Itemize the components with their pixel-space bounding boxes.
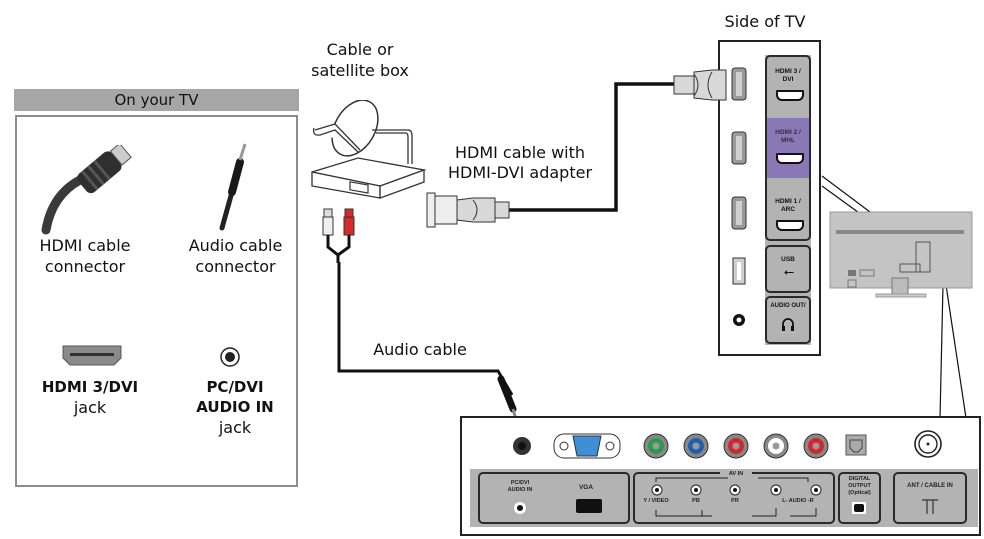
legend-hdmi-jack-label-1: HDMI 3/DVI <box>41 378 139 396</box>
digital-label-1: DIGITAL <box>848 476 871 482</box>
legend-hdmi-plug-label-2: connector <box>44 257 126 276</box>
legend-panel <box>15 115 298 487</box>
headphones-icon <box>782 318 794 331</box>
usb-icon: ⭠ <box>783 265 795 280</box>
hdmi3-label-1: HDMI 3 / <box>775 68 801 75</box>
audio-out-label: AUDIO OUT/ <box>770 303 806 309</box>
usb-cell <box>765 245 811 293</box>
rca-plugs-icon <box>322 208 355 263</box>
vga-label: VGA <box>578 484 594 491</box>
hdmi-cable-label-1: HDMI cable with <box>454 143 586 162</box>
pc-audio-in-port[interactable] <box>514 502 526 514</box>
digital-output-cell <box>838 472 881 524</box>
back-jacks-row <box>513 430 942 459</box>
tv-rear-illustration <box>829 211 973 298</box>
pr-label: PR <box>731 498 739 504</box>
legend-audio-jack-label-3: jack <box>218 418 252 437</box>
hdmi2-label-2: MHL <box>780 137 796 144</box>
legend-audio-jack-label-1: PC/DVI <box>206 378 264 396</box>
green-jack <box>643 433 669 459</box>
legend-audio-plug-label-2: connector <box>195 257 276 276</box>
digital-label-2: OUTPUT <box>848 483 871 489</box>
optical-jack <box>845 434 867 456</box>
y-video-label: Y / VIDEO <box>643 498 669 504</box>
hdmi-plug-icon <box>41 145 132 235</box>
audio-out-cell <box>765 296 811 344</box>
digital-label-3: (Optical) <box>848 490 871 496</box>
side-jacks <box>731 67 747 326</box>
hdmi1-label-2: ARC <box>780 206 796 213</box>
pc-vga-cell <box>478 472 630 524</box>
white-audio-jack <box>763 433 789 459</box>
usb-label: USB <box>781 256 795 263</box>
hdmi-cable-label-2: HDMI-DVI adapter <box>447 163 593 182</box>
hdmi3-port-icon[interactable] <box>776 90 804 101</box>
hdmi1-label-1: HDMI 1 / <box>775 198 801 205</box>
red-audio-jack <box>803 433 829 459</box>
ant-cable-label: ANT / CABLE IN <box>907 483 953 489</box>
hdmi-cable-line <box>508 82 676 212</box>
legend-header: On your TV <box>14 89 299 111</box>
hdmi-dvi-adapter-icon <box>426 192 510 228</box>
pc-dvi-label-1: PC/DVI <box>510 480 530 486</box>
audio-plug-icon <box>219 143 247 231</box>
antenna-icon <box>922 499 938 514</box>
optical-port[interactable] <box>852 502 866 514</box>
coax-jack <box>914 430 942 458</box>
hdmi2-highlight <box>767 118 809 178</box>
legend-hdmi-plug-label-1: HDMI cable <box>39 236 131 255</box>
hdmi-jack-icon <box>62 345 122 366</box>
audio-cable-label: Audio cable <box>373 340 467 359</box>
legend-audio-jack-label-2: AUDIO IN <box>196 398 274 416</box>
ant-cable-cell <box>893 472 967 524</box>
side-panel-title: Side of TV <box>724 12 806 31</box>
av-in-ports <box>651 477 822 517</box>
legend-audio-plug-label-1: Audio cable <box>188 236 283 255</box>
hdmi-plug-inserted-icon <box>673 69 727 101</box>
blue-jack <box>683 433 709 459</box>
hdmi2-label-1: HDMI 2 / <box>775 129 801 136</box>
audio-cable-line <box>337 262 514 396</box>
vga-jack <box>553 433 621 459</box>
audio-jack-icon <box>220 347 240 367</box>
hdmi2-port-icon[interactable] <box>776 153 804 164</box>
hdmi1-port-icon[interactable] <box>776 220 804 231</box>
hdmi3-label-2: DVI <box>782 76 794 83</box>
audio-lr-label: L- AUDIO -R <box>782 498 814 504</box>
source-label-2: satellite box <box>311 61 409 80</box>
legend-hdmi-jack-label-2: jack <box>73 398 107 417</box>
satellite-box-illustration <box>311 100 427 199</box>
pb-label: PB <box>692 498 700 504</box>
red-jack <box>723 433 749 459</box>
vga-port[interactable] <box>576 499 602 513</box>
av-in-label: AV IN <box>720 471 752 478</box>
pc-dvi-label-2: AUDIO IN <box>507 487 533 493</box>
source-label-1: Cable or <box>326 40 394 59</box>
